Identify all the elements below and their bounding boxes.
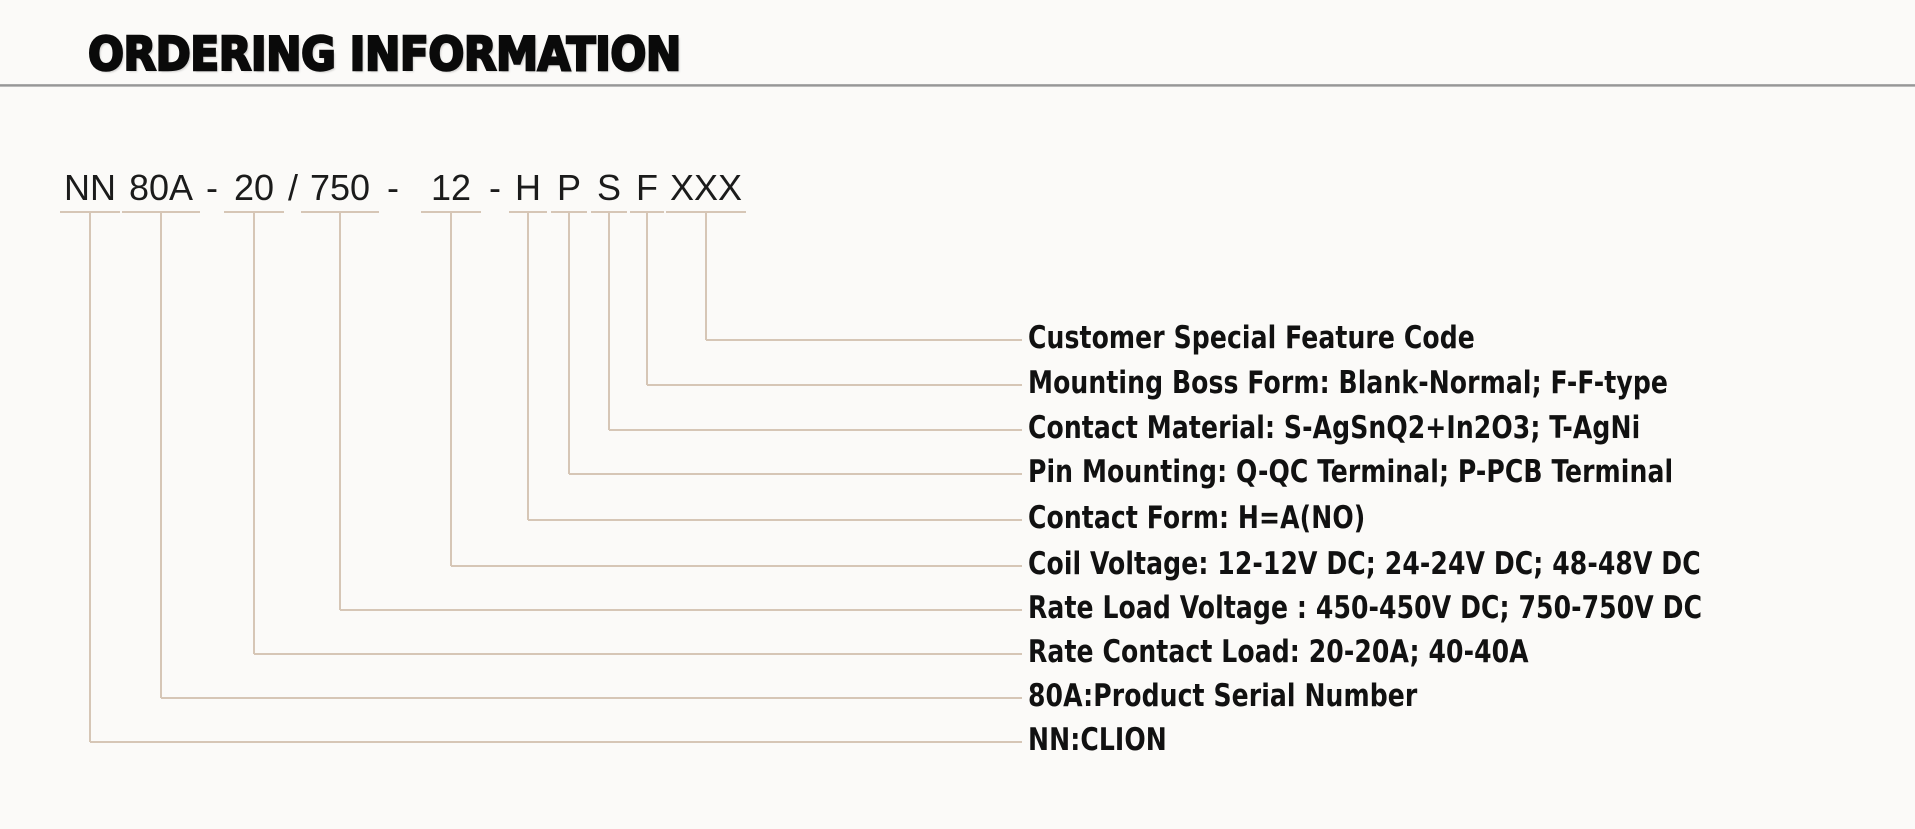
part-number-separator-1: /	[287, 167, 298, 208]
part-number-separator-2: -	[387, 167, 399, 208]
page-title: ORDERING INFORMATION	[87, 27, 683, 81]
callout-label-coil-voltage: Coil Voltage: 12-12V DC; 24-24V DC; 48-4…	[1028, 546, 1701, 582]
part-number-separator-0: -	[206, 167, 218, 208]
callout-label-rate-load-voltage: Rate Load Voltage : 450-450V DC; 750-750…	[1028, 590, 1703, 626]
part-number-segment-xxx: XXX	[669, 167, 743, 208]
part-number-segment-80a: 80A	[128, 167, 194, 208]
callout-label-contact-material: Contact Material: S-AgSnQ2+In2O3; T-AgNi	[1028, 410, 1641, 446]
part-number-separator-3: -	[489, 167, 501, 208]
part-number-segment-nn: NN	[64, 167, 116, 208]
callout-label-pin-mounting: Pin Mounting: Q-QC Terminal; P-PCB Termi…	[1028, 454, 1674, 490]
part-number-segment-s: S	[596, 167, 621, 208]
part-number-segment-p: P	[556, 167, 581, 208]
callout-label-product-serial-number: 80A:Product Serial Number	[1028, 678, 1418, 714]
callout-label-mounting-boss-form: Mounting Boss Form: Blank-Normal; F-F-ty…	[1028, 365, 1669, 401]
callout-label-rate-contact-load: Rate Contact Load: 20-20A; 40-40A	[1028, 634, 1529, 670]
part-number-segment-750: 750	[309, 167, 371, 208]
part-number-segment-12: 12	[430, 167, 472, 208]
callout-label-customer-special-feature-code: Customer Special Feature Code	[1028, 320, 1475, 356]
title-divider	[0, 84, 1915, 87]
callout-label-contact-form: Contact Form: H=A(NO)	[1028, 500, 1366, 536]
part-number-segment-f: F	[636, 167, 658, 208]
part-number-segment-h: H	[515, 167, 541, 208]
callout-label-brand-code: NN:CLION	[1028, 722, 1167, 758]
part-number-segment-20: 20	[233, 167, 275, 208]
